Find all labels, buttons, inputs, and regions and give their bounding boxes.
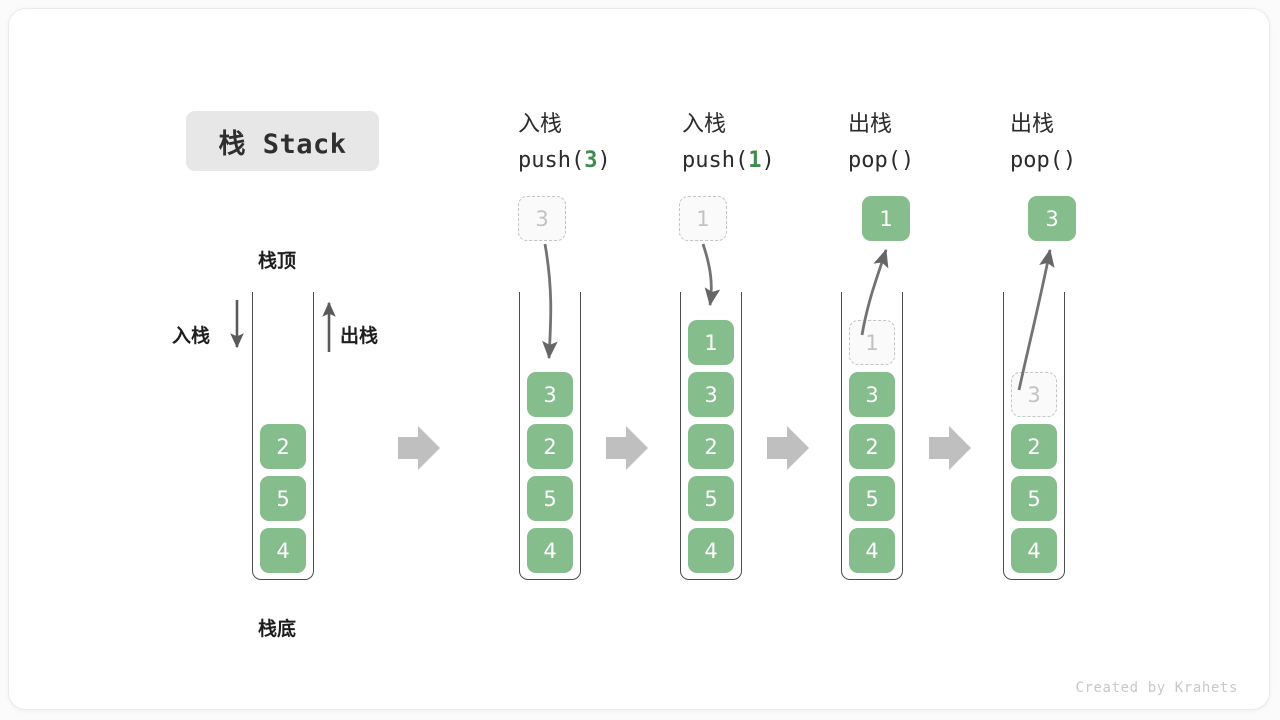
page-title: 栈 Stack — [186, 111, 379, 171]
panel-header-pop-3: 出栈 pop() — [1010, 106, 1076, 179]
stack-cell: 5 — [1011, 476, 1057, 521]
stack-cell: 5 — [260, 476, 306, 521]
panel-op-code-prefix: push( — [518, 148, 585, 173]
stack-tube — [680, 292, 742, 580]
panel-op-cn: 出栈 — [848, 111, 893, 136]
stack-tube — [252, 292, 314, 580]
stack-cell: 2 — [260, 424, 306, 469]
panel-header-pop-1: 出栈 pop() — [848, 106, 914, 179]
stack-cell: 2 — [688, 424, 734, 469]
stack-cell: 4 — [260, 528, 306, 573]
panel-header-push-3: 入栈 push(3) — [518, 106, 611, 179]
stack-cell: 3 — [527, 372, 573, 417]
panel-op-code-suffix: ) — [597, 148, 611, 173]
panel-op-code-suffix: ) — [900, 148, 915, 173]
stack-column-pop-1: 1 3 2 5 4 — [841, 292, 903, 580]
stack-cell: 1 — [688, 320, 734, 365]
stack-cell: 4 — [849, 528, 895, 573]
stack-column-pop-3: 3 2 5 4 — [1003, 292, 1065, 580]
floating-box-push-1: 1 — [679, 196, 727, 241]
credit-footer: Created by Krahets — [1075, 680, 1238, 696]
panel-op-cn: 出栈 — [1010, 111, 1055, 136]
stack-cell: 3 — [849, 372, 895, 417]
panel-op-value: 3 — [584, 148, 598, 173]
stack-cell: 4 — [688, 528, 734, 573]
push-side-label: 入栈 — [172, 326, 211, 347]
panel-header-push-1: 入栈 push(1) — [682, 106, 775, 179]
pop-side-label: 出栈 — [340, 326, 379, 347]
stack-cell: 5 — [527, 476, 573, 521]
panel-op-code-prefix: pop( — [1010, 148, 1063, 173]
stack-cell: 5 — [688, 476, 734, 521]
floating-box-pop-3: 3 — [1028, 196, 1076, 241]
stack-cell-ghost: 1 — [849, 320, 895, 365]
panel-op-code-suffix: ) — [1062, 148, 1077, 173]
panel-op-cn: 入栈 — [682, 111, 727, 136]
stack-cell: 4 — [1011, 528, 1057, 573]
stack-cell-ghost: 3 — [1011, 372, 1057, 417]
panel-op-code-prefix: push( — [682, 148, 749, 173]
stack-cell: 2 — [849, 424, 895, 469]
stack-column-initial: 2 5 4 — [252, 292, 314, 580]
stack-cell: 3 — [688, 372, 734, 417]
stack-cell: 5 — [849, 476, 895, 521]
panel-op-code-suffix: ) — [761, 148, 775, 173]
stack-tube — [519, 292, 581, 580]
stack-column-push-1: 1 3 2 5 4 — [680, 292, 742, 580]
stack-cell: 2 — [1011, 424, 1057, 469]
stack-bottom-label: 栈底 — [258, 619, 297, 640]
stack-cell: 4 — [527, 528, 573, 573]
panel-op-cn: 入栈 — [518, 111, 563, 136]
stack-tube — [1003, 292, 1065, 580]
floating-box-pop-1: 1 — [862, 196, 910, 241]
stack-tube — [841, 292, 903, 580]
stack-cell: 2 — [527, 424, 573, 469]
stack-top-label: 栈顶 — [258, 251, 297, 272]
panel-op-code-prefix: pop( — [848, 148, 901, 173]
panel-op-value: 1 — [748, 148, 762, 173]
floating-box-push-3: 3 — [518, 196, 566, 241]
stack-column-push-3: 3 2 5 4 — [519, 292, 581, 580]
